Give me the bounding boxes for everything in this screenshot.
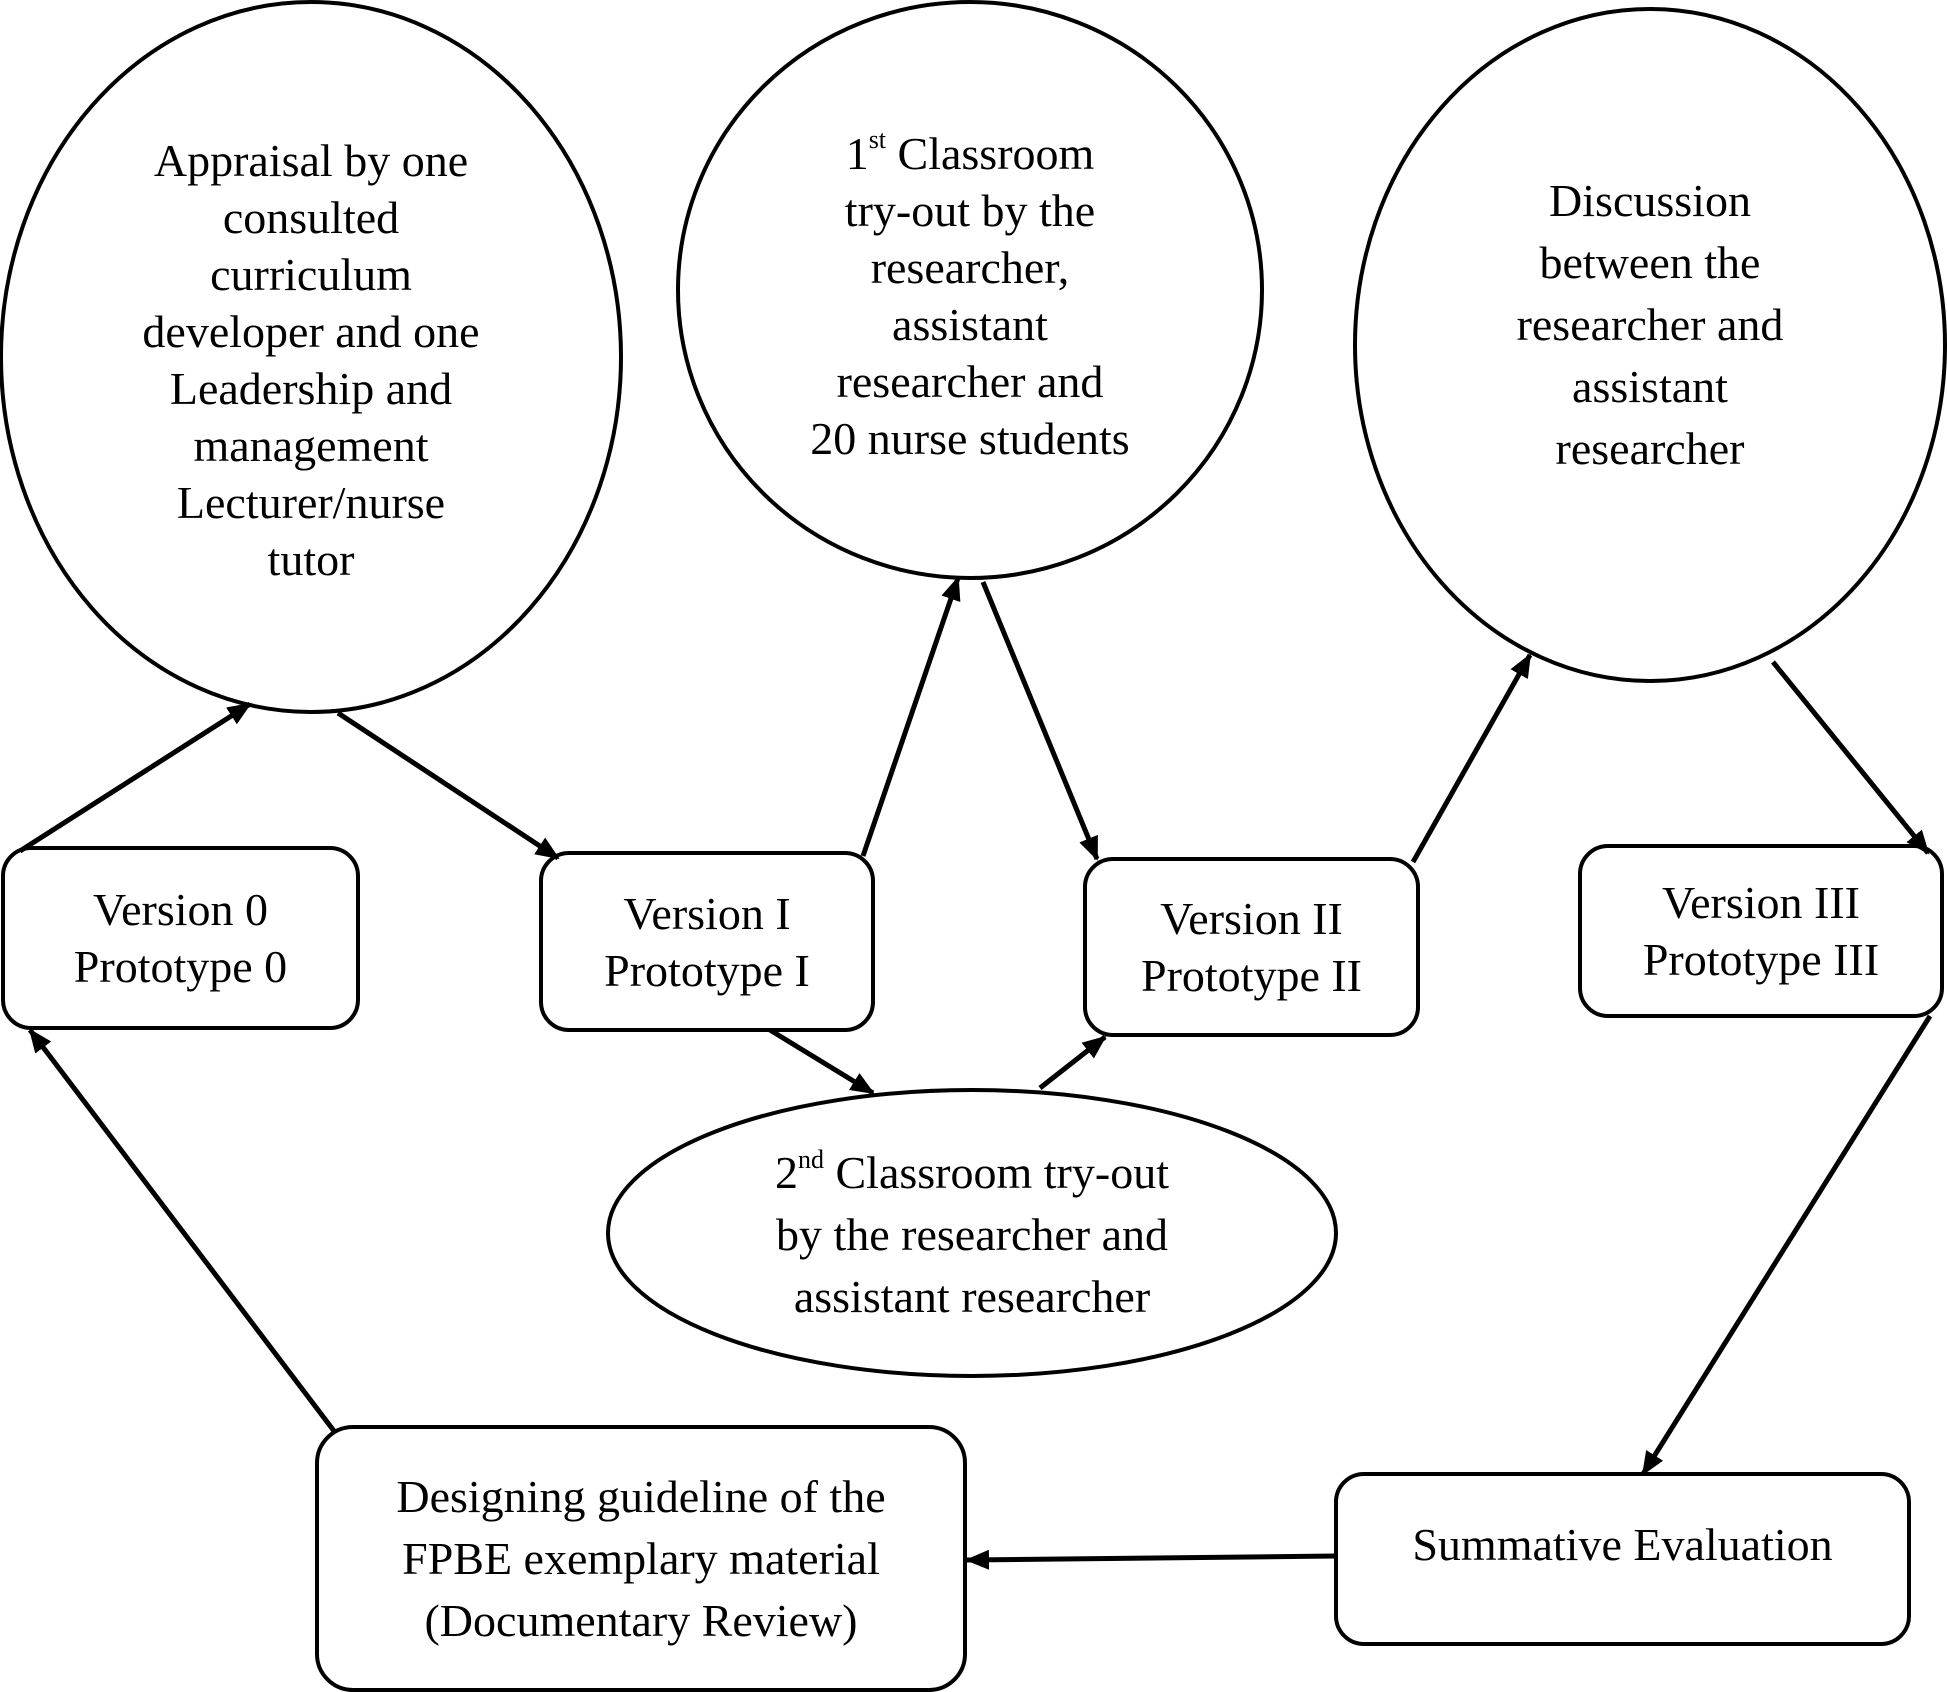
discussion-line-3: researcher and bbox=[1516, 299, 1784, 350]
version3-line-2: Prototype III bbox=[1642, 934, 1880, 985]
version0-text: Version 0 Prototype 0 bbox=[3, 848, 358, 1028]
arrow-classroom2-to-v2 bbox=[1038, 1035, 1107, 1090]
version0-line-2: Prototype 0 bbox=[73, 941, 288, 992]
classroom2-line-1-rest: Classroom try-out bbox=[824, 1147, 1169, 1198]
version2-box bbox=[1083, 857, 1420, 1037]
classroom1-line-1-rest: Classroom bbox=[886, 127, 1095, 179]
classroom1-line-3: researcher, bbox=[870, 241, 1070, 293]
discussion-line-1: Discussion bbox=[1549, 175, 1751, 226]
version1-line-2: Prototype I bbox=[604, 944, 810, 996]
version2-line-1: Version II bbox=[1160, 893, 1343, 944]
appraisal-line-4: developer and one bbox=[142, 306, 480, 357]
classroom1-ordinal: 1 bbox=[845, 127, 869, 179]
summative-box bbox=[1334, 1472, 1911, 1646]
classroom1-text: 1st Classroom try-out by the researcher,… bbox=[720, 118, 1220, 473]
designing-box bbox=[315, 1425, 967, 1692]
arrow-designing-to-v0 bbox=[28, 1028, 336, 1433]
version3-box bbox=[1578, 844, 1944, 1018]
arrow-classroom1-to-v2 bbox=[980, 581, 1100, 861]
classroom2-line-1: 2nd Classroom try-out bbox=[775, 1142, 1169, 1204]
appraisal-line-8: tutor bbox=[267, 534, 355, 585]
arrow-v0-to-appraisal bbox=[18, 701, 252, 854]
summative-label: Summative Evaluation bbox=[1412, 1518, 1833, 1570]
designing-line-3: (Documentary Review) bbox=[424, 1594, 858, 1646]
version1-box bbox=[539, 851, 875, 1032]
discussion-line-4: assistant bbox=[1572, 361, 1728, 412]
classroom1-ellipse bbox=[676, 0, 1264, 580]
classroom1-line-1: 1st Classroom bbox=[846, 125, 1095, 182]
discussion-text: Discussion between the researcher and as… bbox=[1400, 170, 1900, 480]
appraisal-ellipse bbox=[0, 0, 623, 714]
designing-text: Designing guideline of the FPBE exemplar… bbox=[317, 1427, 965, 1690]
discussion-line-2: between the bbox=[1539, 237, 1761, 288]
appraisal-text: Appraisal by one consulted curriculum de… bbox=[61, 120, 561, 600]
classroom1-ordinal-suffix: st bbox=[868, 125, 887, 155]
classroom1-line-6: 20 nurse students bbox=[810, 412, 1130, 464]
arrow-summative-to-designing bbox=[965, 1549, 1337, 1570]
version3-text: Version III Prototype III bbox=[1580, 846, 1942, 1016]
arrow-v2-to-discussion bbox=[1410, 653, 1533, 864]
version0-line-1: Version 0 bbox=[92, 884, 269, 935]
designing-line-1: Designing guideline of the bbox=[396, 1470, 886, 1522]
appraisal-line-3: curriculum bbox=[210, 249, 412, 300]
appraisal-line-6: management bbox=[193, 420, 429, 471]
version0-box bbox=[1, 846, 360, 1030]
arrow-v1-to-classroom2 bbox=[768, 1027, 875, 1096]
appraisal-line-2: consulted bbox=[222, 192, 400, 243]
designing-line-2: FPBE exemplary material bbox=[402, 1532, 880, 1584]
arrow-discussion-to-v3 bbox=[1771, 660, 1930, 855]
version2-text: Version II Prototype II bbox=[1085, 859, 1418, 1035]
classroom2-text: 2nd Classroom try-out by the researcher … bbox=[680, 1145, 1264, 1325]
classroom2-ordinal: 2 bbox=[775, 1147, 798, 1198]
classroom1-line-4: assistant bbox=[892, 298, 1048, 350]
arrow-v3-to-summative bbox=[1640, 1014, 1933, 1476]
appraisal-line-1: Appraisal by one bbox=[153, 135, 469, 186]
classroom2-ellipse bbox=[606, 1088, 1338, 1378]
discussion-line-5: researcher bbox=[1555, 423, 1745, 474]
appraisal-line-7: Lecturer/nurse bbox=[176, 477, 446, 528]
classroom1-line-5: researcher and bbox=[836, 355, 1104, 407]
classroom1-line-2: try-out by the bbox=[844, 184, 1096, 236]
arrow-v1-to-classroom1 bbox=[860, 576, 961, 857]
classroom2-line-3: assistant researcher bbox=[793, 1271, 1151, 1322]
classroom2-line-2: by the researcher and bbox=[775, 1209, 1169, 1260]
version1-line-1: Version I bbox=[623, 887, 791, 939]
version2-line-2: Prototype II bbox=[1140, 950, 1362, 1001]
version1-text: Version I Prototype I bbox=[541, 853, 873, 1030]
discussion-ellipse bbox=[1353, 7, 1947, 683]
appraisal-line-5: Leadership and bbox=[169, 363, 453, 414]
classroom2-ordinal-suffix: nd bbox=[798, 1144, 824, 1174]
version3-line-1: Version III bbox=[1662, 877, 1860, 928]
arrow-appraisal-to-v1 bbox=[336, 710, 560, 861]
summative-text: Summative Evaluation bbox=[1336, 1474, 1909, 1614]
